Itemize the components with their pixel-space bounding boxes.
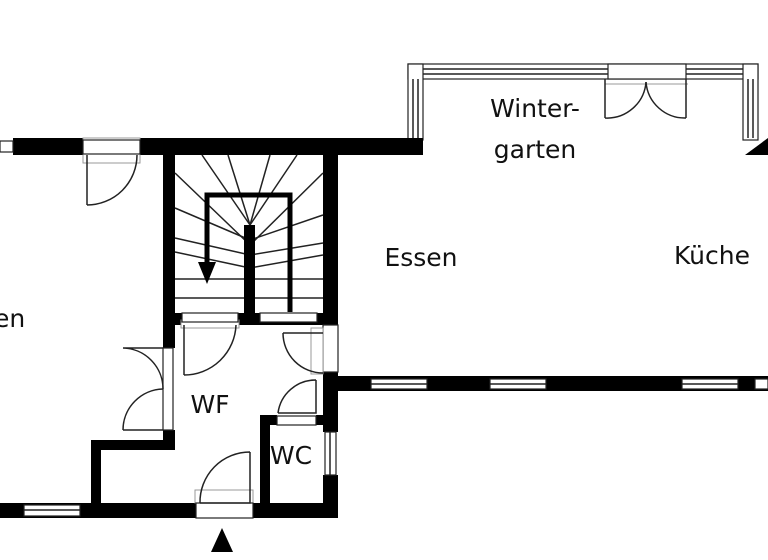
entrance-triangle-icon — [211, 528, 233, 552]
stair-direction-arrow — [204, 192, 293, 312]
door-top-left[interactable] — [82, 137, 141, 206]
entrance-door[interactable] — [194, 451, 254, 519]
room-label-wintergarten-2: garten — [494, 135, 577, 164]
room-label-wf: WF — [190, 390, 229, 419]
wintergarten-double-door[interactable] — [604, 79, 688, 119]
arrow-down-icon — [198, 262, 216, 284]
windows — [0, 140, 768, 517]
room-label-essen: Essen — [384, 243, 457, 272]
room-label-wc: WC — [270, 441, 312, 470]
wintergarten-glazing — [407, 63, 759, 141]
room-label-kueche: Küche — [674, 241, 750, 270]
walls — [0, 138, 768, 518]
stair-treads — [174, 154, 324, 323]
staircase[interactable] — [174, 154, 324, 323]
door-hall-essen[interactable] — [282, 324, 339, 375]
room-label-wintergarten-1: Winter- — [490, 94, 580, 123]
door-double-left[interactable] — [122, 347, 174, 431]
room-label-left-partial: en — [0, 304, 25, 333]
stair-newel — [244, 225, 255, 320]
door-wc[interactable] — [276, 379, 317, 426]
door-stair-hall[interactable] — [180, 319, 240, 376]
